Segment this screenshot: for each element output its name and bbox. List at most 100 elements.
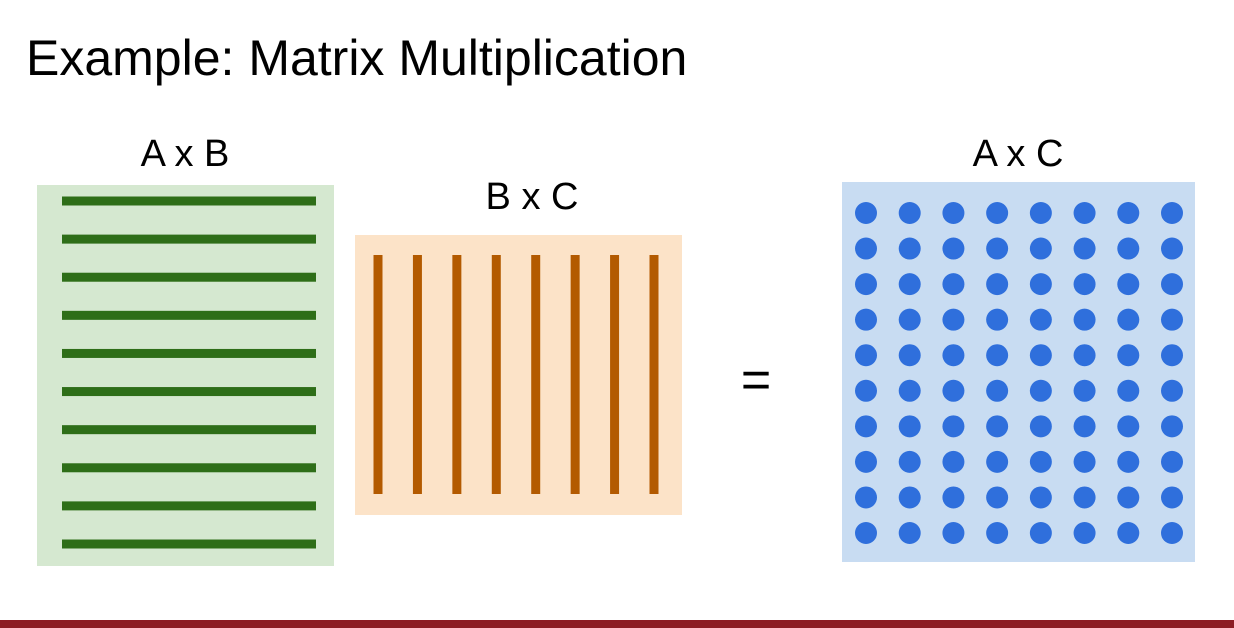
matrix-c-dot bbox=[942, 379, 965, 402]
matrix-a-row-bar bbox=[62, 234, 316, 244]
matrix-c-dot bbox=[898, 344, 921, 367]
matrix-c-dot bbox=[898, 202, 921, 224]
equals-sign: = bbox=[740, 351, 772, 409]
matrix-c-dot bbox=[898, 308, 921, 331]
matrix-c-dot bbox=[1073, 237, 1096, 260]
matrix-c-background bbox=[842, 182, 1195, 562]
matrix-a-row-bar bbox=[62, 272, 316, 282]
matrix-c-dot bbox=[986, 522, 1009, 544]
matrix-c-dot bbox=[1117, 273, 1140, 296]
matrix-b-label: B x C bbox=[485, 176, 579, 218]
matrix-c-dot bbox=[942, 450, 965, 473]
matrix-b-background bbox=[355, 235, 682, 515]
matrix-b-column-bar bbox=[531, 255, 541, 494]
matrix-c-dot bbox=[942, 522, 965, 544]
matrix-c-dot bbox=[1029, 308, 1052, 331]
matrix-b-column-bar bbox=[649, 255, 659, 494]
matrix-c-dot bbox=[942, 202, 965, 224]
matrix-c-dot bbox=[1161, 273, 1183, 296]
matrix-c-dot bbox=[1117, 379, 1140, 402]
matrix-c-dot bbox=[898, 237, 921, 260]
matrix-c-dot bbox=[1073, 415, 1096, 438]
matrix-c-dot bbox=[1029, 379, 1052, 402]
matrix-c-dot bbox=[986, 273, 1009, 296]
matrix-b-column-bar bbox=[452, 255, 462, 494]
matrix-a-row-bar bbox=[62, 463, 316, 473]
matrix-a-row-bar bbox=[62, 501, 316, 511]
matrix-c-dot bbox=[1029, 415, 1052, 438]
footer-logo-fragment bbox=[1084, 612, 1144, 620]
matrix-c-dot bbox=[942, 237, 965, 260]
matrix-b-column-bar bbox=[412, 255, 422, 494]
matrix-c-dot bbox=[855, 308, 877, 331]
matrix-c-dot bbox=[1117, 237, 1140, 260]
matrix-c-dot bbox=[1073, 344, 1096, 367]
matrix-c-dot bbox=[855, 344, 877, 367]
matrix-b-column-bar bbox=[373, 255, 383, 494]
matrix-c-dot bbox=[942, 486, 965, 509]
matrix-c-dot bbox=[855, 237, 877, 260]
matrix-c-dot bbox=[1161, 344, 1183, 367]
matrix-c-dot bbox=[1117, 522, 1140, 544]
matrix-c-dot bbox=[986, 344, 1009, 367]
matrix-c-dot bbox=[986, 237, 1009, 260]
matrix-a-row-bar bbox=[62, 196, 316, 206]
matrix-c-dot bbox=[1117, 415, 1140, 438]
matrix-c-dot bbox=[898, 450, 921, 473]
matrix-a bbox=[37, 185, 334, 566]
matrix-c-dot bbox=[898, 486, 921, 509]
matrix-c-dot bbox=[898, 415, 921, 438]
matrix-c-dot bbox=[942, 344, 965, 367]
matrix-b-column-bar bbox=[610, 255, 620, 494]
matrix-c-dot bbox=[1073, 273, 1096, 296]
matrix-c-dot bbox=[1073, 202, 1096, 224]
matrix-c-dot bbox=[1161, 486, 1183, 509]
matrix-c-dot bbox=[855, 202, 877, 224]
matrix-a-row-bar bbox=[62, 387, 316, 397]
matrix-c-dot bbox=[1161, 202, 1183, 224]
matrix-c-dot bbox=[1029, 344, 1052, 367]
matrix-a-graphic bbox=[37, 185, 334, 566]
matrix-c-dot bbox=[942, 415, 965, 438]
matrix-c-dot bbox=[855, 415, 877, 438]
footer-bar bbox=[0, 620, 1234, 628]
matrix-c-dot bbox=[1161, 415, 1183, 438]
matrix-c-dot bbox=[898, 379, 921, 402]
matrix-b-graphic bbox=[355, 235, 682, 515]
matrix-c-dot bbox=[1029, 237, 1052, 260]
matrix-c-dot bbox=[1073, 486, 1096, 509]
matrix-c-label: A x C bbox=[972, 133, 1064, 175]
matrix-a-row-bar bbox=[62, 348, 316, 358]
matrix-c-dot bbox=[986, 308, 1009, 331]
matrix-a-row-bar bbox=[62, 539, 316, 549]
matrix-c-dot bbox=[898, 273, 921, 296]
matrix-c-dot bbox=[855, 450, 877, 473]
matrix-c-dot bbox=[1117, 450, 1140, 473]
matrix-c-dot bbox=[1161, 379, 1183, 402]
matrix-c-dot bbox=[1161, 522, 1183, 544]
matrix-c-dot bbox=[1029, 273, 1052, 296]
matrix-c-dot bbox=[986, 450, 1009, 473]
matrix-c-dot bbox=[898, 522, 921, 544]
matrix-c-dot bbox=[942, 273, 965, 296]
matrix-c-dot bbox=[1117, 308, 1140, 331]
matrix-c-dot bbox=[855, 379, 877, 402]
matrix-c-dot bbox=[1117, 486, 1140, 509]
matrix-c-dot bbox=[1073, 379, 1096, 402]
matrix-c-dot bbox=[1029, 486, 1052, 509]
matrix-c-dot bbox=[986, 486, 1009, 509]
matrix-c-dot bbox=[986, 379, 1009, 402]
matrix-c-graphic bbox=[842, 182, 1195, 562]
matrix-c-dot bbox=[1161, 450, 1183, 473]
matrix-c-dot bbox=[1073, 308, 1096, 331]
matrix-c-dot bbox=[855, 522, 877, 544]
matrix-a-row-bar bbox=[62, 310, 316, 320]
matrix-c-dot bbox=[1161, 308, 1183, 331]
matrix-b-column-bar bbox=[570, 255, 580, 494]
matrix-c-dot bbox=[855, 486, 877, 509]
matrix-c-dot bbox=[1073, 522, 1096, 544]
matrix-c-dot bbox=[1029, 202, 1052, 224]
matrix-c-dot bbox=[1073, 450, 1096, 473]
matrix-c-dot bbox=[1117, 202, 1140, 224]
matrix-c-dot bbox=[1117, 344, 1140, 367]
